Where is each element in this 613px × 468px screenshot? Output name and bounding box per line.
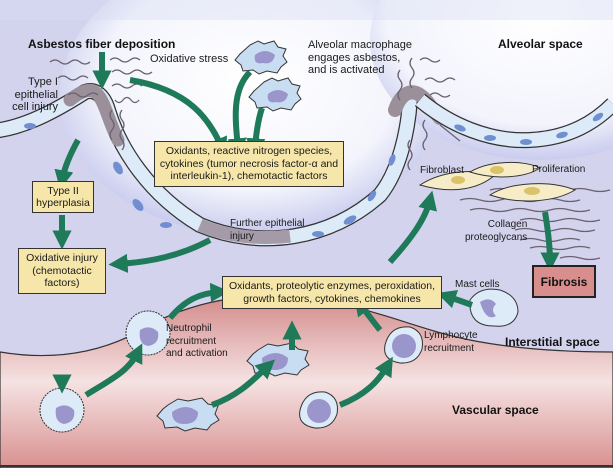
further-injury-label: Further epithelial injury: [230, 218, 305, 242]
lymphocyte-label: Lymphocyte recruitment: [424, 330, 478, 354]
macrophage-label: Alveolar macrophage engages asbestos, an…: [308, 39, 412, 76]
arrow-further-injury: [108, 237, 212, 273]
arrow-to-fibrosis: [540, 211, 560, 272]
fibroblasts: [418, 161, 577, 202]
alveolus-right: [370, 0, 613, 160]
interstitial-macrophages: [156, 342, 310, 432]
fibroblast-label: Fibroblast: [420, 165, 464, 176]
lymphocytes: [299, 326, 423, 429]
arrow-monocyte-recruit: [210, 359, 276, 408]
epithelium-right: [414, 93, 613, 149]
collagen-label: Collagen proteoglycans: [465, 219, 528, 243]
asbestos-deposition-label: Asbestos fiber deposition: [28, 37, 176, 51]
arrow-macrophage-1: [227, 69, 253, 158]
asbestos-fibers: [49, 57, 461, 171]
vascular-space-label: Vascular space: [452, 403, 539, 417]
type2-hyperplasia-box: Type II hyperplasia: [32, 181, 94, 213]
oxidative-stress-label: Oxidative stress: [150, 53, 229, 65]
arrow-oxidative-stress: [129, 77, 228, 157]
mast-cells-label: Mast cells: [455, 279, 500, 290]
arrow-lymphocyte-recruit: [338, 356, 393, 408]
arrow-mast-to-mediators: [436, 289, 474, 309]
oxidative-injury-box: Oxidative injury (chemotactic factors): [18, 248, 106, 294]
pathway-arrows: [52, 52, 560, 408]
mediators-box-interstitial: Oxidants, proteolytic enzymes, peroxidat…: [222, 276, 442, 309]
alveolar-space-label: Alveolar space: [498, 37, 583, 51]
arrow-neutrophil-to-mediators: [167, 282, 230, 320]
alveolar-macrophages: [234, 40, 302, 112]
type1-injury-label: Type I epithelial cell injury: [12, 76, 58, 113]
neutrophils: [39, 310, 171, 433]
mast-cell: [469, 288, 519, 327]
arrow-mediators-to-fibroblast: [387, 190, 437, 265]
interstitial-space-label: Interstitial space: [505, 335, 600, 349]
arrow-neutrophil-recruit: [84, 343, 143, 398]
arrow-type1-to-type2: [54, 138, 81, 190]
neutrophil-label: Neutrophil recruitment and activation: [166, 323, 228, 359]
mediators-box-alveolar: Oxidants, reactive nitrogen species, cyt…: [154, 141, 344, 187]
proliferation-label: Proliferation: [532, 164, 586, 175]
fibrosis-box: Fibrosis: [532, 265, 596, 298]
